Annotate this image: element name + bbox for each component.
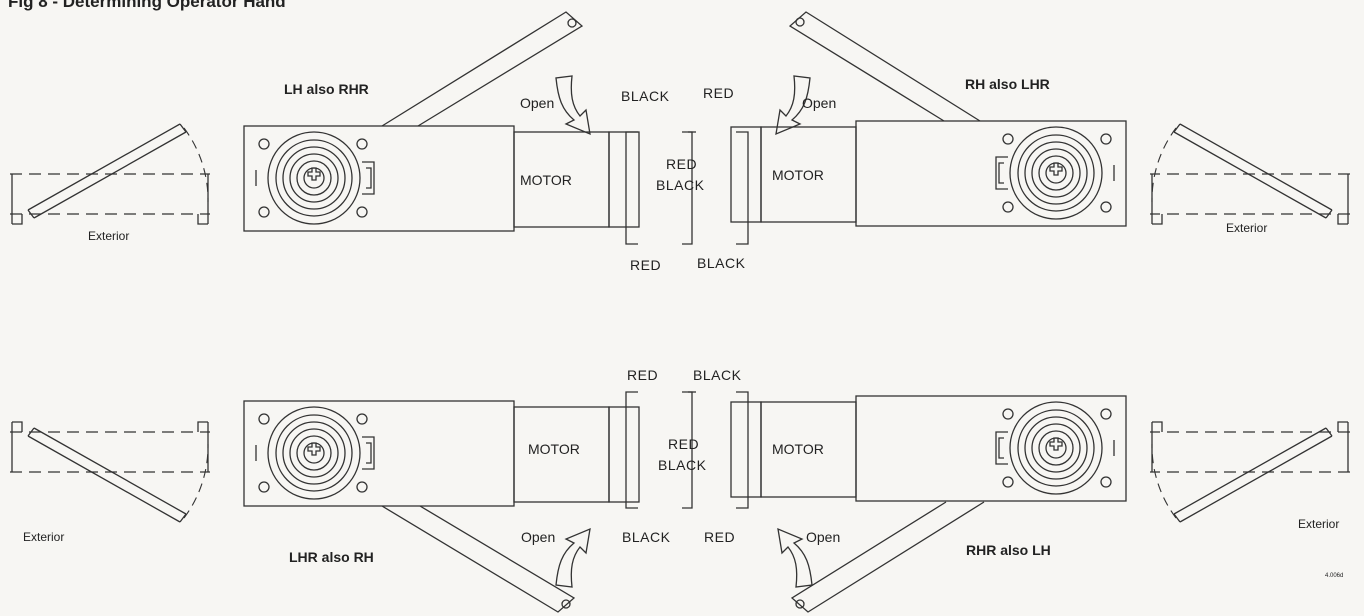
open-label-top-left: Open xyxy=(520,95,554,111)
wire-label-top-center-2: BLACK xyxy=(656,177,705,193)
wire-label-bottom-right-lower: RED xyxy=(704,529,735,545)
motor-label-bottom-left: MOTOR xyxy=(528,441,580,457)
exterior-label-top-left: Exterior xyxy=(88,229,129,243)
window-sash-bottom-left xyxy=(9,421,211,523)
window-sash-bottom-right xyxy=(1149,421,1351,523)
window-sash-top-left xyxy=(9,123,211,225)
exterior-label-top-right: Exterior xyxy=(1226,221,1267,235)
wire-label-bottom-left-upper: RED xyxy=(627,367,658,383)
open-label-bottom-left: Open xyxy=(521,529,555,545)
wire-label-top-center-1: RED xyxy=(666,156,697,172)
wire-loops-bottom xyxy=(625,391,749,509)
motor-label-top-right: MOTOR xyxy=(772,167,824,183)
hand-label-bottom-right: RHR also LH xyxy=(966,542,1051,558)
wire-label-bottom-right-upper: BLACK xyxy=(693,367,742,383)
wire-label-top-right-lower: BLACK xyxy=(697,255,746,271)
wire-label-top-left-upper: BLACK xyxy=(621,88,670,104)
window-sash-top-right xyxy=(1149,123,1351,225)
operator-arm-top-left xyxy=(381,11,584,127)
exterior-label-bottom-left: Exterior xyxy=(23,530,64,544)
reference-code: 4.006d xyxy=(1325,573,1343,579)
motor-label-bottom-right: MOTOR xyxy=(772,441,824,457)
operator-arm-bottom-left xyxy=(381,505,576,613)
wire-label-bottom-center-1: RED xyxy=(668,436,699,452)
operator-lh-top xyxy=(243,125,640,232)
wire-label-top-right-upper: RED xyxy=(703,85,734,101)
wire-label-bottom-left-lower: BLACK xyxy=(622,529,671,545)
open-label-bottom-right: Open xyxy=(806,529,840,545)
wire-label-top-left-lower: RED xyxy=(630,257,661,273)
wire-loops-top xyxy=(625,131,749,245)
wire-label-bottom-center-2: BLACK xyxy=(658,457,707,473)
hand-label-bottom-left: LHR also RH xyxy=(289,549,374,565)
operator-arm-top-right xyxy=(788,11,981,122)
hand-label-top-left: LH also RHR xyxy=(284,81,369,97)
figure-title: Fig 8 - Determining Operator Hand xyxy=(8,0,286,11)
open-label-top-right: Open xyxy=(802,95,836,111)
hand-label-top-right: RH also LHR xyxy=(965,76,1050,92)
motor-label-top-left: MOTOR xyxy=(520,172,572,188)
open-arrow-top-left xyxy=(555,75,591,135)
operator-arm-bottom-right xyxy=(790,501,985,613)
exterior-label-bottom-right: Exterior xyxy=(1298,517,1339,531)
open-arrow-bottom-left xyxy=(555,528,591,588)
